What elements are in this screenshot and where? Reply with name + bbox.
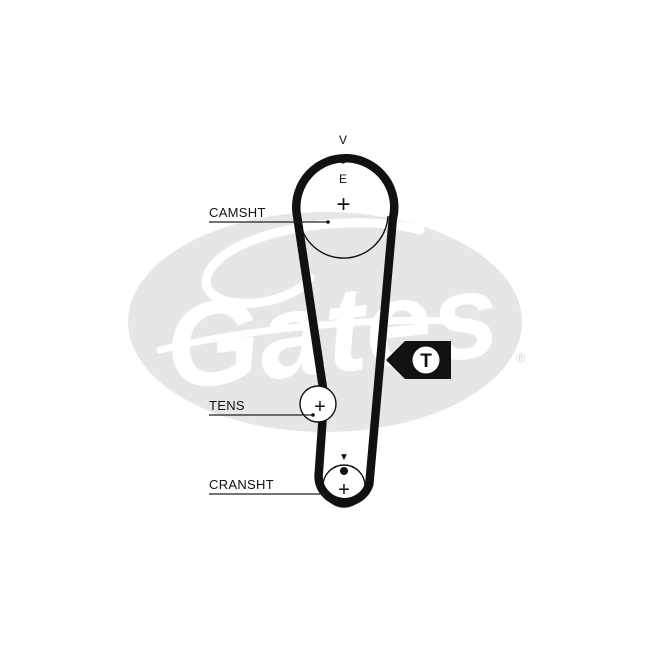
crank-timing-arrow-icon: ▼ [339,452,349,463]
crankshaft-label: CRANSHT [209,477,274,492]
registered-mark: ® [516,350,526,365]
camshaft-pulley: + [298,191,389,259]
camshaft-label: CAMSHT [209,205,266,220]
tensioner-pulley: + [299,385,337,423]
crankshaft-leader-dot [325,492,329,496]
camshaft-center-plus: + [336,191,350,218]
crankshaft-pulley-rim [322,464,366,508]
logo-swash-bottom [156,317,474,354]
badge-circle [412,346,440,374]
cam-timing-mark-letter: E [339,172,347,186]
logo-swash-top [201,218,425,308]
tensioner-center-plus: + [314,396,326,418]
camshaft-leader-dot [326,220,330,224]
tensioner-label: TENS [209,398,245,413]
crankshaft-pulley: + [322,464,366,508]
crank-timing-dot [340,467,348,475]
tooth-marker-badge: T [386,341,451,379]
tensioner-leader-dot [311,413,315,417]
top-timing-mark-letter: V [339,133,347,147]
timing-belt [292,154,399,507]
gates-logo-watermark: Gates ® [128,212,526,432]
badge-letter: T [420,351,432,372]
crankshaft-center-plus: + [338,479,350,501]
cam-timing-dot [339,156,347,164]
camshaft-pulley-rim [298,210,389,259]
tensioner-pulley-rim [299,385,337,423]
